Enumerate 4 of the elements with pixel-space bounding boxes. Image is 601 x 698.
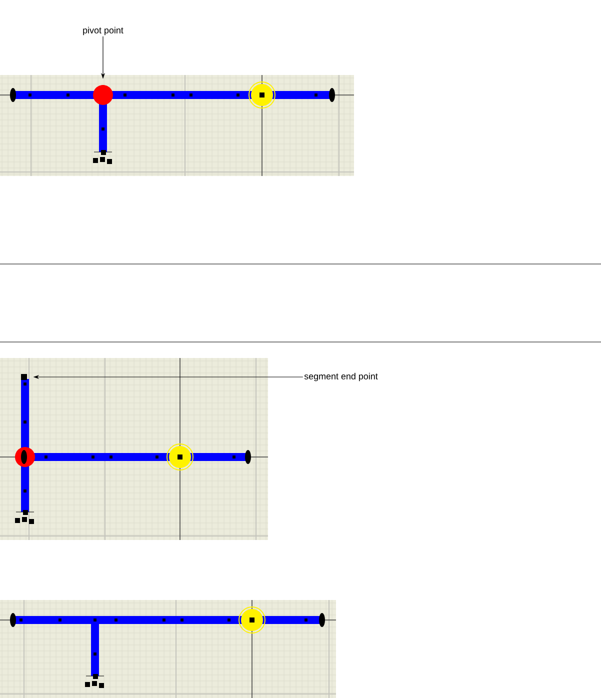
end-point-marker	[21, 374, 27, 380]
callout-text: segment end point	[304, 372, 378, 382]
callout-text: pivot point	[83, 26, 124, 36]
pivot-dot	[93, 85, 113, 105]
